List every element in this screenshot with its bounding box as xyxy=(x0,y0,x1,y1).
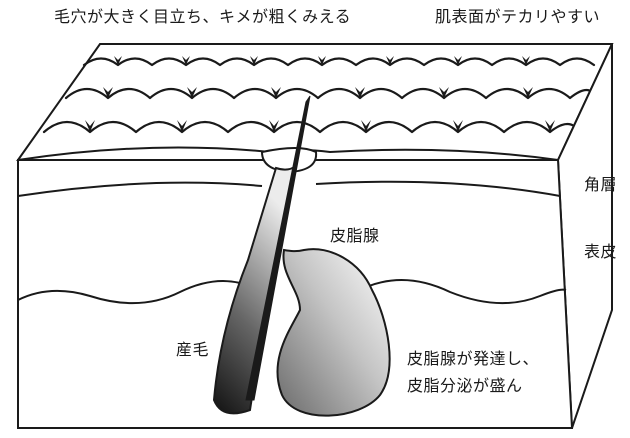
description-line-2: 皮脂分泌が盛ん xyxy=(407,376,523,395)
sebaceous-gland xyxy=(276,248,391,417)
label-epidermis: 表皮 xyxy=(584,242,618,261)
caption-shiny-surface: 肌表面がテカリやすい xyxy=(435,7,601,26)
pore-opening xyxy=(260,147,318,174)
label-vellus-hair: 産毛 xyxy=(176,340,210,359)
label-sebaceous-gland: 皮脂腺 xyxy=(330,226,380,245)
stratum-corneum-boundary xyxy=(17,180,561,197)
description-text: 皮脂腺が発達し、 皮脂分泌が盛ん xyxy=(407,345,539,399)
caption-enlarged-pores: 毛穴が大きく目立ち、キメが粗くみえる xyxy=(54,7,352,26)
vellus-hair-shaft xyxy=(245,95,311,401)
skin-texture-joints xyxy=(85,56,555,132)
description-line-1: 皮脂腺が発達し、 xyxy=(407,349,540,368)
label-stratum-corneum: 角層 xyxy=(584,175,618,194)
epidermis-boundary xyxy=(17,279,567,305)
skin-texture-pattern xyxy=(42,57,596,134)
